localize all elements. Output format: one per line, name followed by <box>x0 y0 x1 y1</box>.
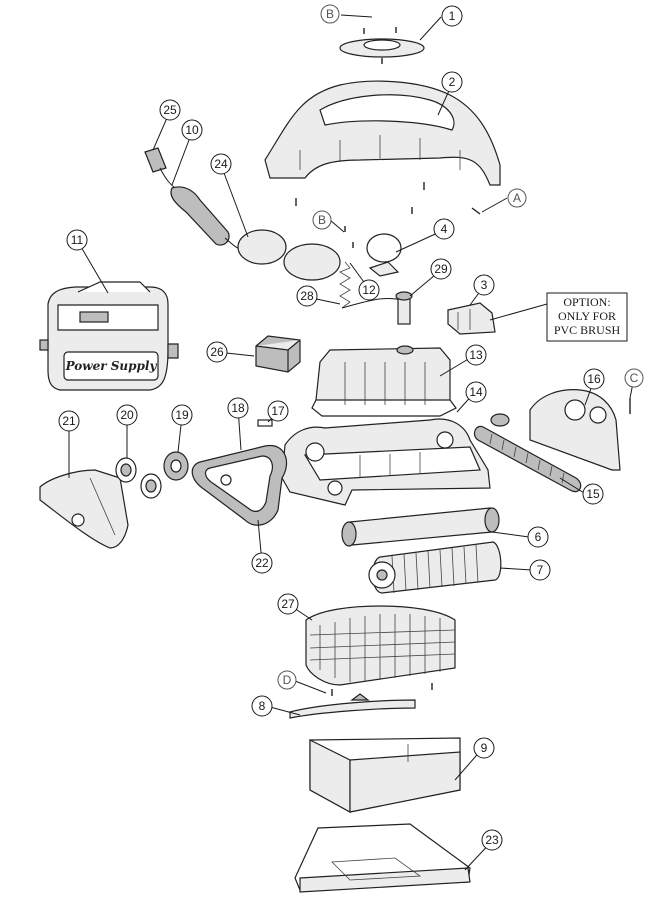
callout-12: 12 <box>358 279 380 301</box>
part-chassis <box>281 418 491 506</box>
callout-23: 23 <box>481 829 503 851</box>
svg-text:8: 8 <box>259 699 266 713</box>
svg-text:24: 24 <box>214 157 228 171</box>
svg-text:B: B <box>326 7 334 21</box>
callout-14: 14 <box>465 381 487 403</box>
callout-7: 7 <box>529 559 551 581</box>
svg-text:13: 13 <box>469 348 483 362</box>
svg-text:23: 23 <box>485 833 499 847</box>
svg-text:C: C <box>630 371 639 385</box>
svg-text:2: 2 <box>449 75 456 89</box>
part-top-cap <box>339 27 425 64</box>
part-pvc-brush <box>368 541 502 594</box>
part-left-side-plate <box>39 469 129 549</box>
svg-text:A: A <box>513 191 521 205</box>
svg-text:11: 11 <box>71 233 84 247</box>
letter-callout-c: C <box>624 368 644 388</box>
callout-1: 1 <box>441 5 463 27</box>
callout-3: 3 <box>473 274 495 296</box>
svg-text:17: 17 <box>271 404 285 418</box>
callout-26: 26 <box>206 341 228 363</box>
svg-text:18: 18 <box>231 401 245 415</box>
part-power-supply: Power Supply <box>39 281 179 391</box>
part-roller <box>341 507 500 547</box>
callout-4: 4 <box>433 218 455 240</box>
callout-25: 25 <box>159 99 181 121</box>
callout-9: 9 <box>473 737 495 759</box>
svg-text:20: 20 <box>120 408 134 422</box>
callout-10: 10 <box>181 119 203 141</box>
callout-29: 29 <box>430 258 452 280</box>
svg-text:6: 6 <box>535 530 542 544</box>
option-note-line1: OPTION: <box>563 295 610 309</box>
part-bearings <box>115 457 162 499</box>
callout-28: 28 <box>296 285 318 307</box>
part-block <box>255 335 301 373</box>
option-note-line3: PVC BRUSH <box>554 323 621 337</box>
part-cover-pieces <box>344 226 402 277</box>
svg-text:3: 3 <box>481 278 488 292</box>
part-float-halves <box>237 229 341 281</box>
callout-11: 11 <box>66 229 88 251</box>
svg-text:21: 21 <box>62 414 76 428</box>
svg-text:27: 27 <box>281 597 295 611</box>
svg-text:14: 14 <box>469 385 483 399</box>
letter-callout-b-mid: B <box>312 210 332 230</box>
part-brush-adapter <box>447 302 496 335</box>
svg-text:1: 1 <box>449 9 456 23</box>
callout-6: 6 <box>527 526 549 548</box>
part-handle <box>289 693 416 719</box>
part-fitting <box>395 291 413 325</box>
callout-24: 24 <box>210 153 232 175</box>
callout-18: 18 <box>227 397 249 419</box>
svg-text:19: 19 <box>175 408 189 422</box>
callout-8: 8 <box>251 695 273 717</box>
option-note: OPTION: ONLY FOR PVC BRUSH <box>546 292 628 342</box>
callout-27: 27 <box>277 593 299 615</box>
part-gear <box>163 451 189 481</box>
power-supply-label: Power Supply <box>65 359 158 373</box>
callout-20: 20 <box>116 404 138 426</box>
part-pin <box>257 419 273 427</box>
callout-13: 13 <box>465 344 487 366</box>
svg-text:9: 9 <box>481 741 488 755</box>
svg-text:B: B <box>318 213 326 227</box>
callout-17: 17 <box>267 400 289 422</box>
callout-19: 19 <box>171 404 193 426</box>
svg-text:4: 4 <box>441 222 448 236</box>
letter-callout-b-top: B <box>320 4 340 24</box>
part-caddy-frame <box>309 737 461 814</box>
svg-text:16: 16 <box>587 372 601 386</box>
part-left-track <box>191 444 287 526</box>
part-right-side-plate <box>490 389 621 471</box>
svg-text:10: 10 <box>185 123 199 137</box>
svg-text:D: D <box>283 673 292 687</box>
callout-22: 22 <box>251 552 273 574</box>
callout-21: 21 <box>58 410 80 432</box>
part-base-tray <box>294 823 471 893</box>
option-note-line2: ONLY FOR <box>558 309 616 323</box>
letter-callout-d: D <box>277 670 297 690</box>
svg-text:22: 22 <box>255 556 269 570</box>
svg-text:15: 15 <box>586 487 600 501</box>
part-top-cover <box>264 80 501 215</box>
svg-text:29: 29 <box>434 262 448 276</box>
callout-2: 2 <box>441 71 463 93</box>
part-right-track <box>473 425 582 493</box>
svg-text:12: 12 <box>362 283 376 297</box>
part-filter-basket <box>305 605 456 696</box>
part-motor-housing <box>311 345 457 417</box>
svg-text:7: 7 <box>537 563 544 577</box>
svg-text:25: 25 <box>163 103 177 117</box>
letter-callout-a: A <box>507 188 527 208</box>
callout-15: 15 <box>582 483 604 505</box>
svg-text:28: 28 <box>300 289 314 303</box>
callout-16: 16 <box>583 368 605 390</box>
svg-text:26: 26 <box>210 345 224 359</box>
